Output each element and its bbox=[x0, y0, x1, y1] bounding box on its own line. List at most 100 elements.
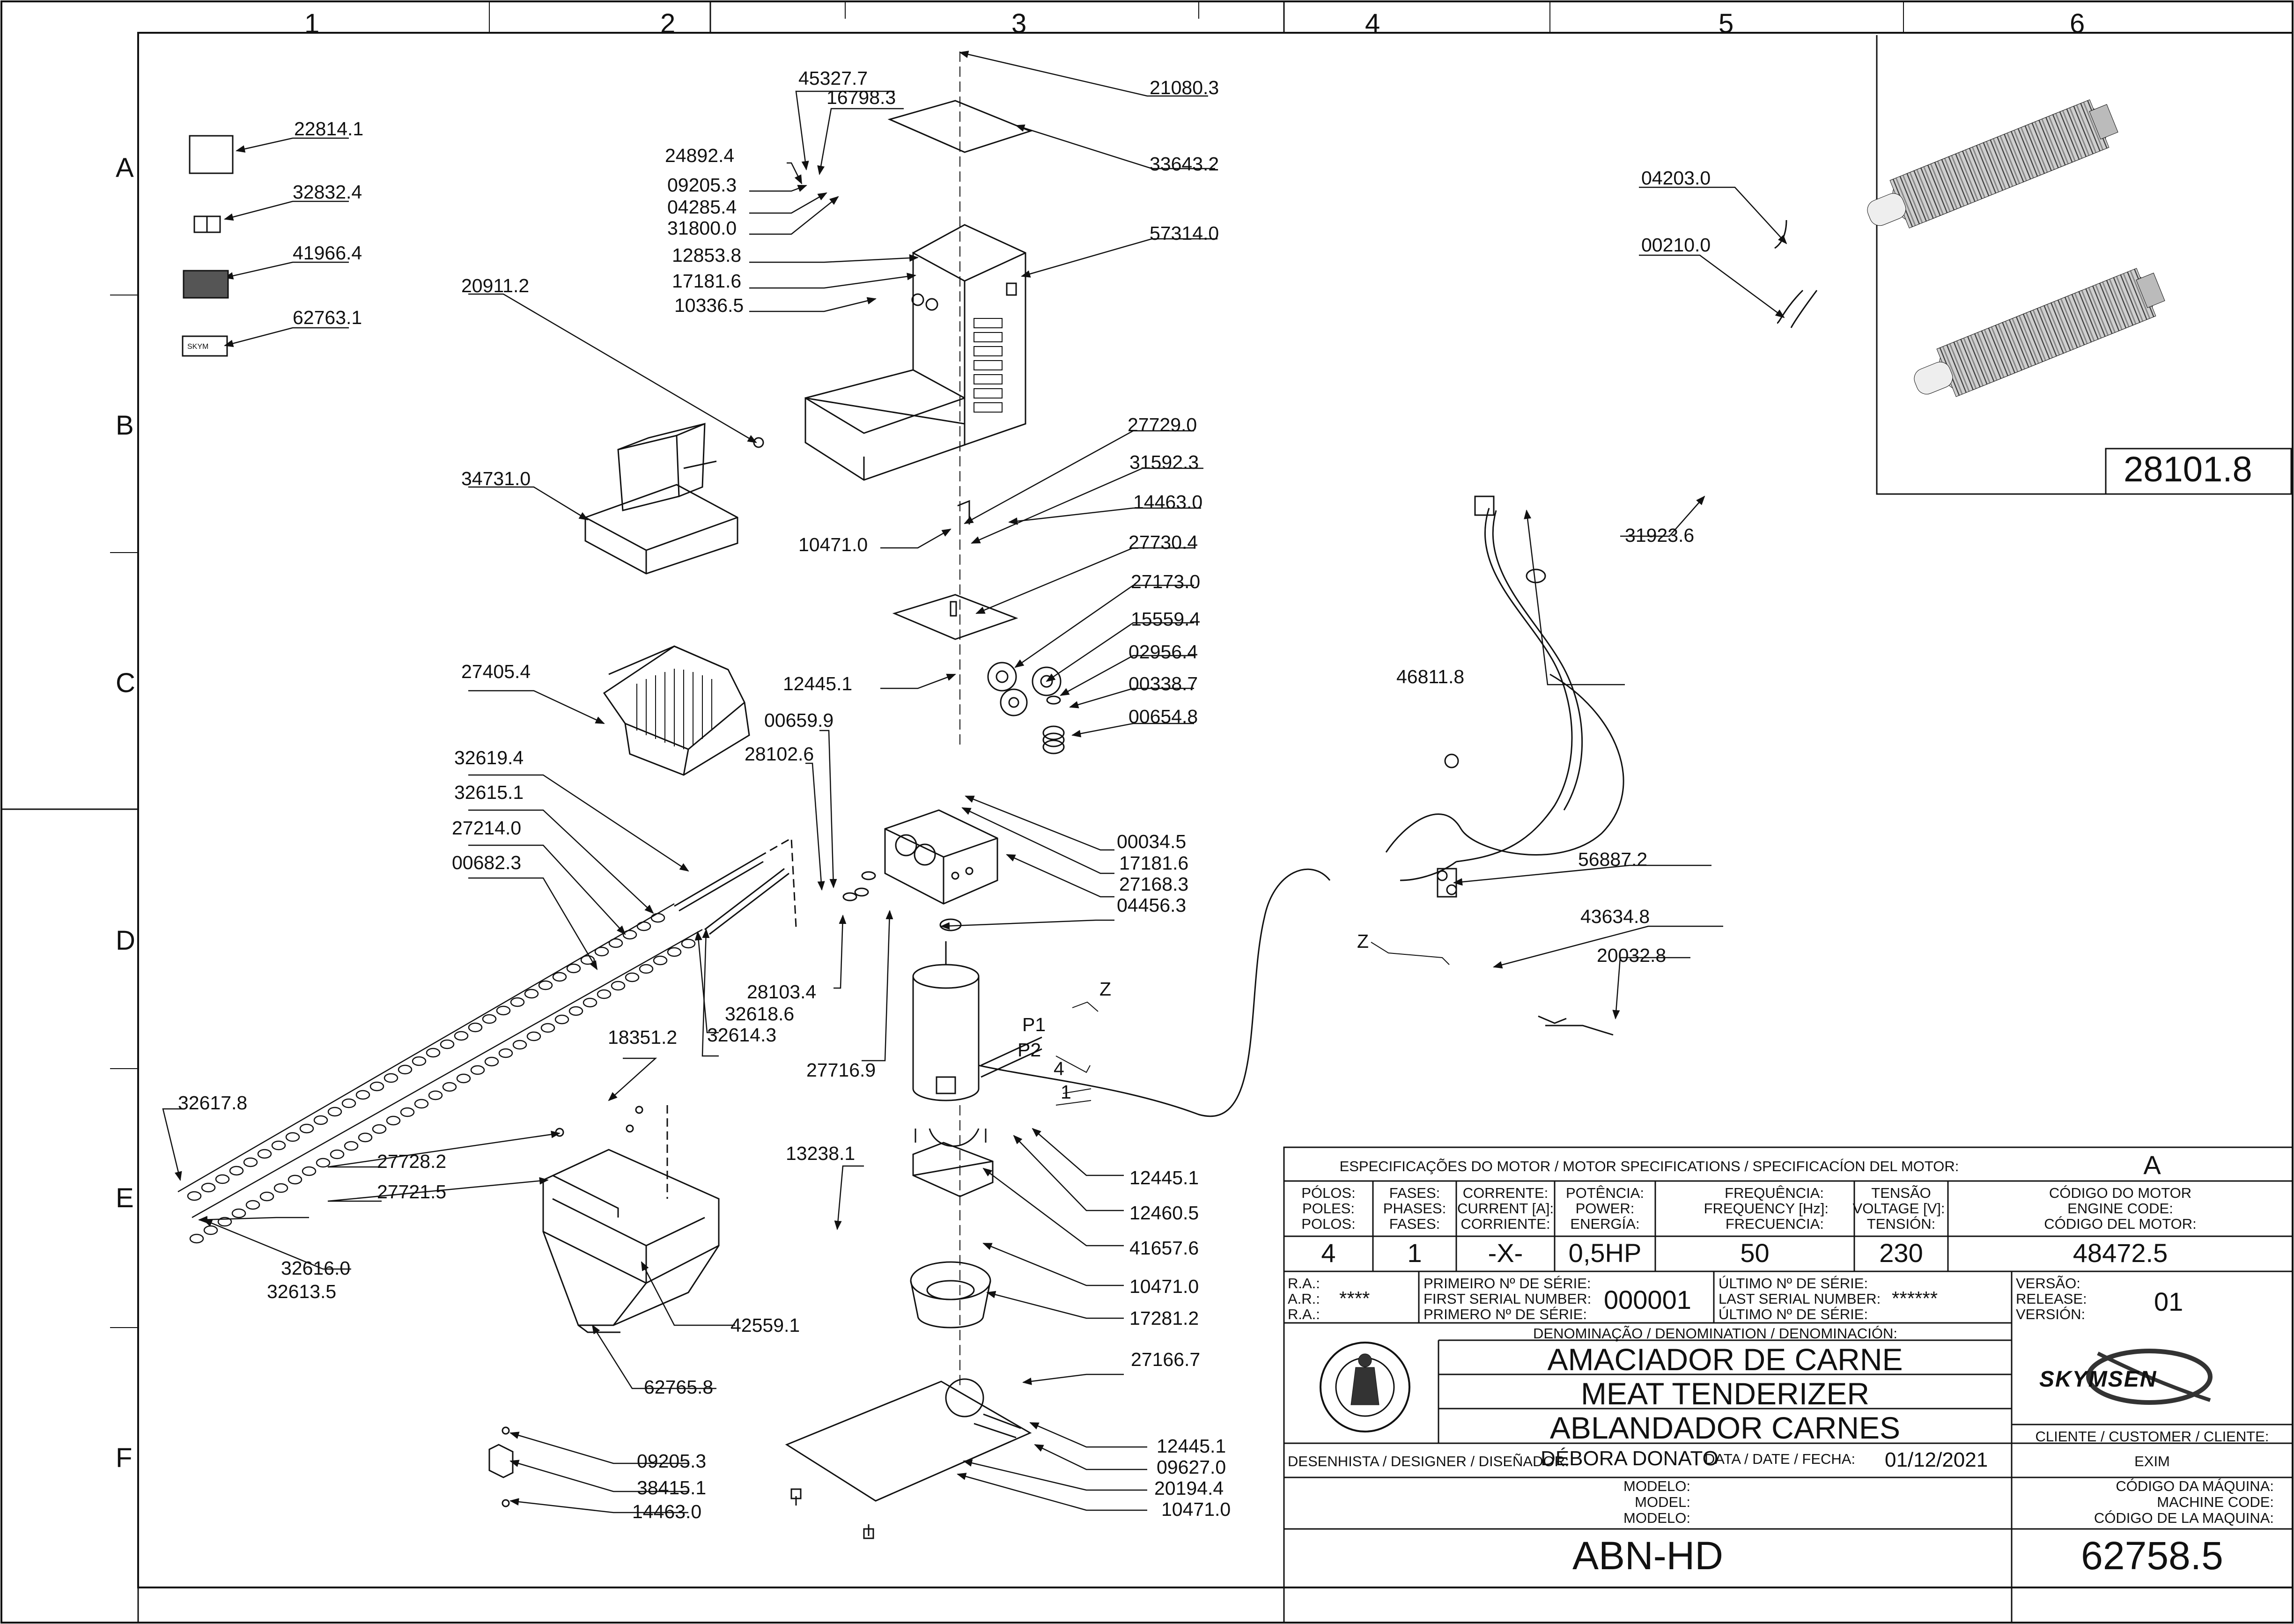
current-header-en: CURRENT [A]: bbox=[1457, 1200, 1554, 1217]
part-label: 32613.5 bbox=[267, 1281, 337, 1302]
version-label-en: RELEASE: bbox=[2016, 1291, 2087, 1307]
wire-label: 1 bbox=[1061, 1081, 1071, 1103]
part-label: 31923.6 bbox=[1625, 524, 1695, 546]
part-label: 00682.3 bbox=[452, 852, 522, 873]
zone-row-a: A bbox=[116, 153, 134, 183]
machine-code-label-es: CÓDIGO DE LA MAQUINA: bbox=[2094, 1510, 2274, 1526]
current-header-es: CORRIENTE: bbox=[1460, 1216, 1550, 1232]
part-label: 28102.6 bbox=[745, 743, 814, 765]
part-label: 18351.2 bbox=[608, 1026, 678, 1048]
part-label: 12445.1 bbox=[783, 673, 853, 694]
top-cover-part bbox=[887, 100, 1033, 153]
zone-row-c: C bbox=[116, 668, 135, 698]
part-label: 56887.2 bbox=[1578, 849, 1648, 870]
zone-col-2: 2 bbox=[660, 8, 676, 39]
ra-label-en: A.R.: bbox=[1288, 1291, 1320, 1307]
part-label: 13238.1 bbox=[786, 1143, 856, 1164]
frequency-header-pt: FREQUÊNCIA: bbox=[1725, 1185, 1824, 1201]
power-header-es: ENERGÍA: bbox=[1570, 1216, 1640, 1232]
part-label: 45327.7 bbox=[798, 67, 868, 89]
date-value: 01/12/2021 bbox=[1885, 1448, 1988, 1471]
wire-label: P2 bbox=[1018, 1039, 1041, 1061]
part-label: 17181.6 bbox=[672, 270, 742, 292]
phases-header-pt: FASES: bbox=[1389, 1185, 1440, 1201]
blade-roller-stack-part bbox=[177, 903, 703, 1244]
customer-label: CLIENTE / CUSTOMER / CLIENTE: bbox=[2035, 1428, 2269, 1445]
part-label: 22814.1 bbox=[294, 118, 364, 140]
voltage-header-es: TENSIÓN: bbox=[1866, 1216, 1936, 1232]
part-label: 00338.7 bbox=[1129, 673, 1198, 694]
brand-logo-text: SKYMSEN bbox=[2039, 1367, 2157, 1392]
poles-header-en: POLES: bbox=[1302, 1200, 1355, 1217]
model-label-es: MODELO: bbox=[1623, 1510, 1690, 1526]
part-label: 62763.1 bbox=[293, 307, 362, 328]
zone-col-3: 3 bbox=[1011, 8, 1027, 39]
part-label: 04203.0 bbox=[1641, 167, 1711, 189]
designer-label: DESENHISTA / DESIGNER / DISEÑADOR: bbox=[1288, 1453, 1569, 1469]
model-label-pt: MODELO: bbox=[1623, 1478, 1690, 1494]
engine-code-header-en: ENGINE CODE: bbox=[2067, 1200, 2173, 1217]
part-label: 32618.6 bbox=[725, 1003, 795, 1025]
part-label: 12853.8 bbox=[672, 244, 742, 266]
version-label-pt: VERSÃO: bbox=[2016, 1275, 2080, 1292]
engine-code-header-pt: CÓDIGO DO MOTOR bbox=[2049, 1185, 2192, 1201]
engine-code-value: 48472.5 bbox=[2073, 1238, 2168, 1268]
gear-pair-part bbox=[987, 662, 1065, 754]
part-label: 43634.8 bbox=[1580, 906, 1650, 927]
date-label: DATA / DATE / FECHA: bbox=[1704, 1451, 1856, 1467]
zone-row-e: E bbox=[116, 1183, 134, 1213]
voltage-header-en: VOLTAGE [V]: bbox=[1852, 1200, 1945, 1217]
part-label: 04285.4 bbox=[667, 196, 737, 218]
part-label: 27729.0 bbox=[1128, 414, 1197, 436]
last-serial-label-pt: ÚLTIMO Nº DE SÉRIE: bbox=[1719, 1275, 1868, 1292]
part-label: 31592.3 bbox=[1129, 451, 1199, 473]
part-label: 12445.1 bbox=[1157, 1435, 1226, 1457]
part-label: 12445.1 bbox=[1129, 1167, 1199, 1188]
gearbox-housing-part bbox=[884, 809, 998, 905]
parts-illustrations: SKYM bbox=[177, 100, 1818, 1539]
part-label: 17281.2 bbox=[1129, 1307, 1199, 1329]
skymsen-logo bbox=[2086, 1349, 2213, 1405]
part-label: 57314.0 bbox=[1150, 222, 1219, 244]
part-label: 41966.4 bbox=[293, 242, 362, 264]
first-serial-label-pt: PRIMEIRO Nº DE SÉRIE: bbox=[1424, 1275, 1591, 1292]
part-label: 46811.8 bbox=[1396, 666, 1465, 687]
part-label: 20194.4 bbox=[1154, 1477, 1224, 1499]
part-label: 10471.0 bbox=[1129, 1276, 1199, 1297]
product-name-en: MEAT TENDERIZER bbox=[1580, 1376, 1870, 1411]
part-label: 09205.3 bbox=[667, 174, 737, 196]
ra-label-pt: R.A.: bbox=[1288, 1275, 1320, 1292]
part-label: 27716.9 bbox=[806, 1059, 876, 1081]
part-label: 32832.4 bbox=[293, 181, 362, 203]
part-label: 20911.2 bbox=[461, 275, 530, 296]
part-label: 34731.0 bbox=[461, 468, 531, 489]
wire-label: Z bbox=[1357, 930, 1369, 952]
first-serial-value: 000001 bbox=[1604, 1285, 1691, 1314]
last-serial-value: ****** bbox=[1892, 1287, 1938, 1309]
part-label: 32614.3 bbox=[707, 1024, 777, 1046]
machine-code-value: 62758.5 bbox=[2081, 1534, 2223, 1578]
part-label: 00210.0 bbox=[1641, 234, 1711, 256]
mounting-bracket-part bbox=[912, 1142, 994, 1197]
motor-support-part bbox=[929, 1128, 980, 1147]
part-label: 16798.3 bbox=[826, 87, 896, 108]
part-label: 14463.0 bbox=[632, 1501, 702, 1522]
zone-row-f: F bbox=[116, 1443, 133, 1473]
frequency-header-en: FREQUENCY [Hz]: bbox=[1704, 1200, 1829, 1217]
part-label: 27166.7 bbox=[1131, 1349, 1201, 1370]
part-label: 42559.1 bbox=[730, 1314, 800, 1336]
part-label: 00659.9 bbox=[764, 709, 834, 731]
power-cable-part bbox=[1385, 495, 1624, 1036]
part-label: 10336.5 bbox=[674, 295, 744, 316]
part-label: 17181.6 bbox=[1119, 852, 1189, 874]
first-serial-label-es: PRIMERO Nº DE SÉRIE: bbox=[1424, 1306, 1587, 1322]
poles-header-es: POLOS: bbox=[1301, 1216, 1356, 1232]
designer-value: DÉBORA DONATO bbox=[1541, 1447, 1719, 1470]
part-label: 09627.0 bbox=[1157, 1456, 1226, 1478]
part-label: 27405.4 bbox=[461, 661, 531, 682]
model-value: ABN-HD bbox=[1572, 1534, 1723, 1578]
machine-code-label-en: MACHINE CODE: bbox=[2157, 1494, 2274, 1510]
